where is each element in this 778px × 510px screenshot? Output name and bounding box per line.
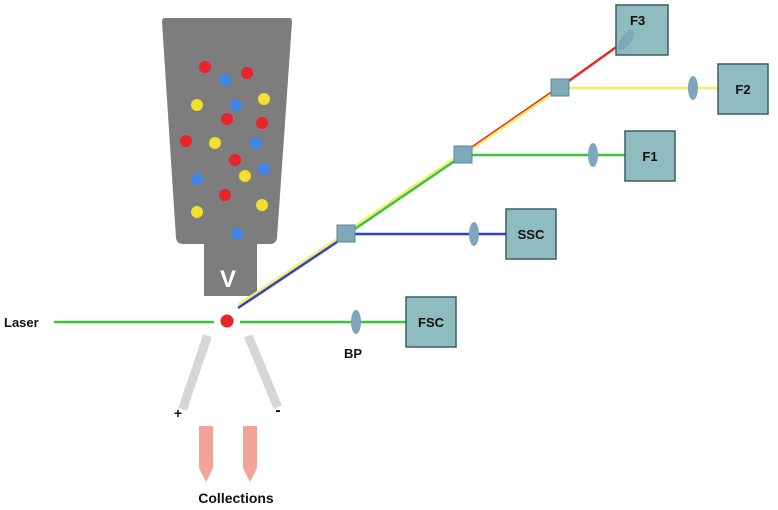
collections-label: Collections	[198, 490, 274, 506]
cell-blue	[191, 173, 203, 185]
detector-ssc: SSC	[505, 208, 557, 260]
cell-yellow	[191, 206, 203, 218]
cell-red	[219, 189, 231, 201]
detector-fsc: FSC	[405, 296, 457, 348]
deflection-plate-negative	[244, 334, 282, 409]
cell-red	[256, 117, 268, 129]
cell-red	[229, 154, 241, 166]
cell-blue	[250, 137, 262, 149]
cell-blue	[230, 99, 242, 111]
laser-label: Laser	[4, 315, 39, 330]
cell-population	[180, 61, 270, 240]
lens-f2	[688, 76, 698, 100]
cell-red	[180, 135, 192, 147]
cell-yellow	[256, 199, 268, 211]
collection-tube-right	[243, 426, 257, 482]
splitter-f2	[550, 78, 570, 97]
splitter-ssc	[336, 224, 356, 243]
cell-blue	[258, 163, 270, 175]
svg-text:F1: F1	[642, 149, 657, 164]
interrogation-cell	[220, 314, 234, 328]
detector-f3: F3	[615, 4, 669, 56]
lens-ssc	[469, 222, 479, 246]
lens-f1	[588, 143, 598, 167]
bp-label: BP	[344, 346, 362, 361]
cell-yellow	[209, 137, 221, 149]
splitter-f1	[453, 145, 473, 164]
cell-blue	[219, 74, 231, 86]
detector-f1: F1	[624, 130, 676, 182]
plus-label: +	[174, 405, 182, 421]
svg-text:F3: F3	[630, 13, 645, 28]
minus-label: -	[275, 402, 280, 419]
cell-yellow	[191, 99, 203, 111]
collection-tube-left	[199, 426, 213, 482]
detector-f2: F2	[717, 63, 769, 115]
svg-text:F2: F2	[735, 82, 750, 97]
cell-yellow	[239, 170, 251, 182]
nozzle-body	[162, 18, 292, 296]
cell-red	[221, 113, 233, 125]
emission-path	[237, 28, 641, 310]
lens-fsc	[351, 310, 361, 334]
deflection-plate-positive	[178, 334, 212, 411]
cell-red	[241, 67, 253, 79]
svg-text:SSC: SSC	[518, 227, 545, 242]
cell-red	[199, 61, 211, 73]
cell-yellow	[258, 93, 270, 105]
cell-blue	[231, 228, 243, 240]
nozzle-label: V	[220, 266, 236, 293]
svg-text:FSC: FSC	[418, 315, 445, 330]
